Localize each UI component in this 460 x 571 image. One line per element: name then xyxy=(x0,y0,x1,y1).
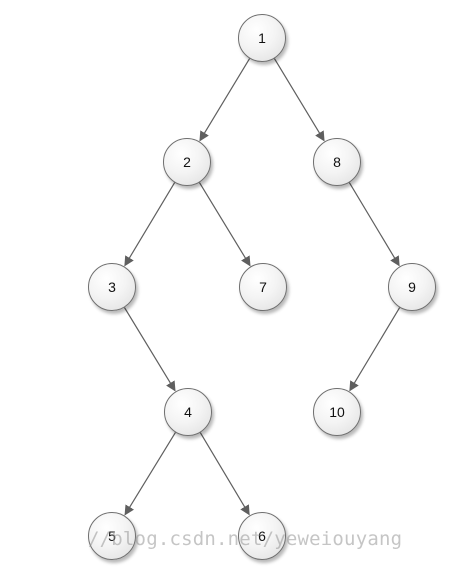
node-label: 2 xyxy=(183,154,191,170)
edge-n9-n10 xyxy=(349,307,401,392)
edge-n2-n3 xyxy=(124,182,176,267)
edge-n4-n5 xyxy=(124,432,176,516)
edge-n3-n4 xyxy=(123,307,176,392)
edge-n1-n2 xyxy=(199,58,251,142)
edge-n8-n9 xyxy=(348,182,400,267)
node-label: 1 xyxy=(258,30,266,46)
tree-node-1: 1 xyxy=(238,14,286,62)
watermark-text: //blog.csdn.net/yeweiouyang xyxy=(88,528,403,550)
tree-node-9: 9 xyxy=(388,263,436,311)
edge-n1-n8 xyxy=(273,58,325,142)
node-label: 4 xyxy=(184,404,192,420)
node-label: 9 xyxy=(408,279,416,295)
tree-node-10: 10 xyxy=(313,388,361,436)
tree-node-7: 7 xyxy=(239,263,287,311)
node-label: 7 xyxy=(259,279,267,295)
node-label: 10 xyxy=(329,404,345,420)
tree-node-4: 4 xyxy=(164,388,212,436)
node-label: 3 xyxy=(108,279,116,295)
tree-node-6: 6 xyxy=(238,512,286,560)
edge-n4-n6 xyxy=(199,432,250,516)
node-label: 6 xyxy=(258,528,266,544)
edge-n2-n7 xyxy=(198,182,251,267)
tree-node-8: 8 xyxy=(313,138,361,186)
tree-node-2: 2 xyxy=(163,138,211,186)
tree-node-3: 3 xyxy=(88,263,136,311)
node-label: 5 xyxy=(108,528,116,544)
node-label: 8 xyxy=(333,154,341,170)
tree-node-5: 5 xyxy=(88,512,136,560)
